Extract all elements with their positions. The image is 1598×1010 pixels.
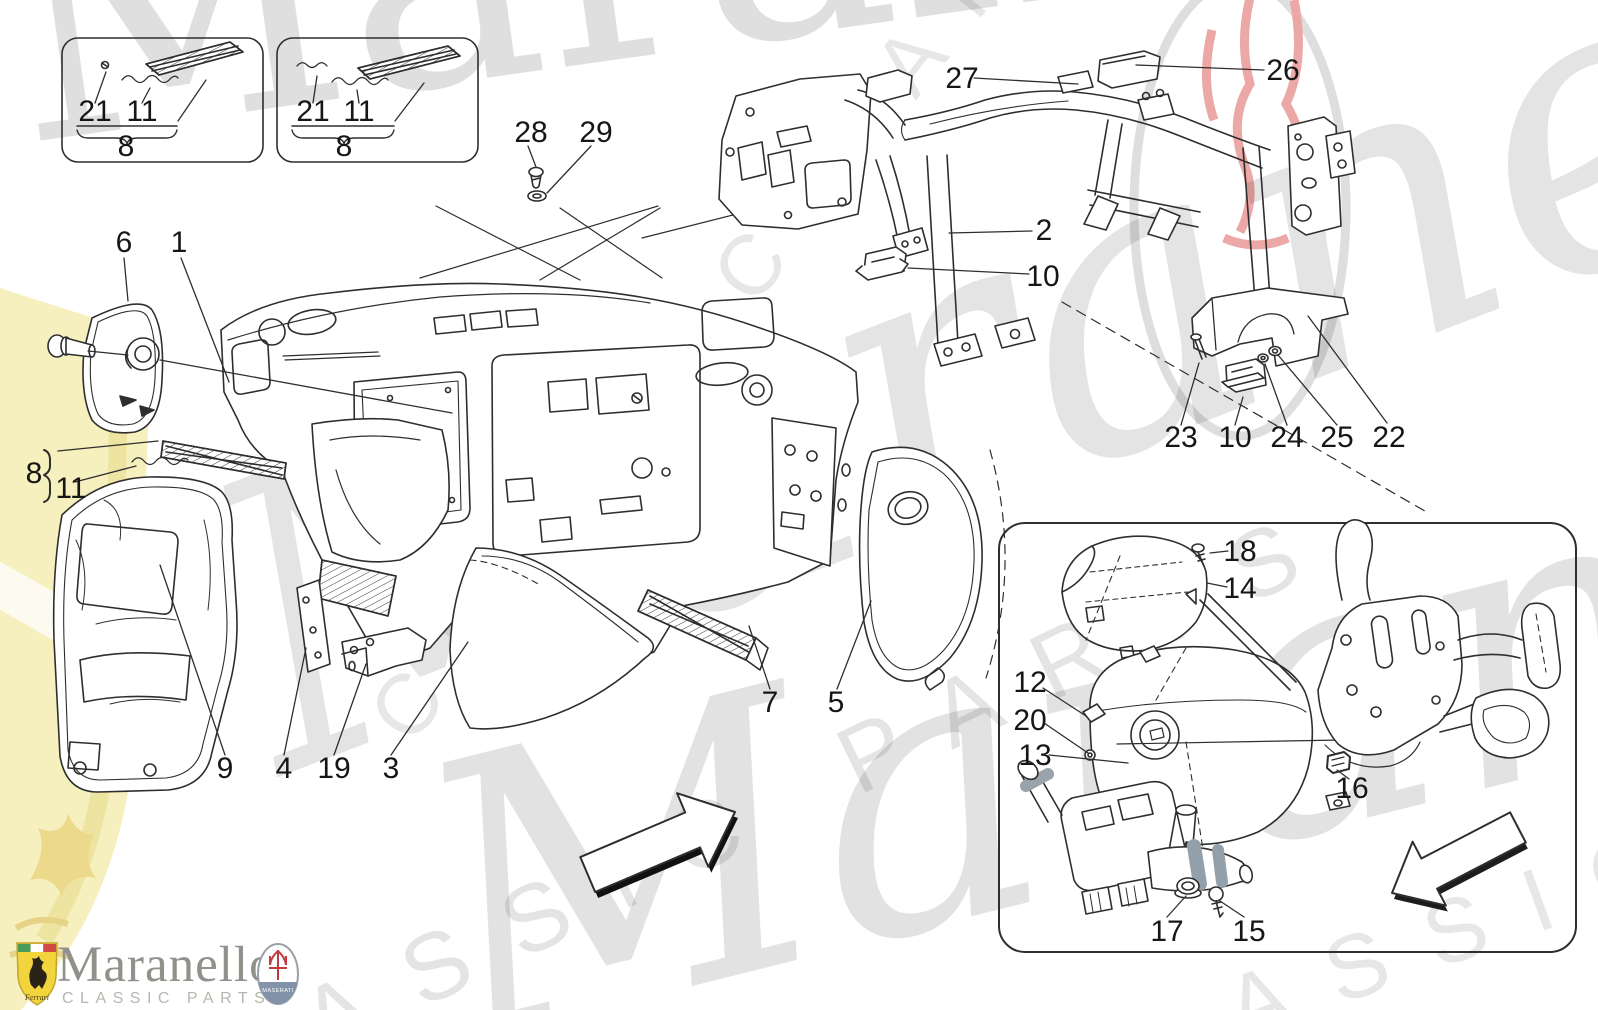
svg-text:Ferrari: Ferrari	[24, 993, 49, 1002]
callout-4: 4	[275, 752, 293, 785]
callout-25: 25	[1320, 421, 1354, 454]
callout-1: 1	[170, 226, 188, 259]
callout-8-box1: 8	[117, 130, 135, 163]
fastener-screw-28-29	[527, 166, 547, 202]
brand-tagline: CLASSIC PARTS	[62, 990, 272, 1007]
brand-wordmark: Maranello	[57, 937, 276, 993]
callout-2: 2	[1035, 214, 1053, 247]
callout-15: 15	[1232, 915, 1266, 948]
callout-13: 13	[1018, 739, 1052, 772]
callout-19: 19	[317, 752, 351, 785]
callout-20: 20	[1013, 704, 1047, 737]
callout-10-beam: 10	[1026, 260, 1060, 293]
ferrari-shield-logo: Ferrari	[16, 942, 58, 1006]
callout-24: 24	[1270, 421, 1304, 454]
callout-10-bracket: 10	[1218, 421, 1252, 454]
steering-column-box	[998, 519, 1577, 953]
callout-27: 27	[945, 62, 979, 95]
callout-14: 14	[1223, 572, 1257, 605]
callout-23: 23	[1164, 421, 1198, 454]
callout-17: 17	[1150, 915, 1184, 948]
crossbeam-assembly	[718, 50, 1356, 393]
callout-8-left: 8	[25, 457, 43, 490]
maserati-badge-logo: MASERATI	[257, 943, 299, 1005]
direction-arrow-main	[579, 792, 738, 899]
callout-16: 16	[1335, 772, 1369, 805]
inset-box-trim-kit-2	[276, 37, 479, 163]
svg-text:MASERATI: MASERATI	[262, 988, 293, 994]
callout-21-box1: 21	[78, 95, 112, 128]
maserati-emblem-watermark	[1129, 0, 1351, 441]
callout-7: 7	[761, 686, 779, 719]
dashboard-assembly	[43, 282, 1006, 793]
inset-box-trim-kit-1	[61, 37, 264, 163]
callout-6: 6	[115, 226, 133, 259]
callout-12: 12	[1013, 666, 1047, 699]
callout-28: 28	[514, 116, 548, 149]
callout-21-box2: 21	[296, 95, 330, 128]
callout-3: 3	[382, 752, 400, 785]
callout-11-box2: 11	[343, 95, 375, 128]
callout-11-box1: 11	[126, 95, 158, 128]
callout-8-box2: 8	[335, 130, 353, 163]
callout-26: 26	[1266, 54, 1300, 87]
callout-22: 22	[1372, 421, 1406, 454]
callout-9: 9	[216, 752, 234, 785]
callout-18: 18	[1223, 535, 1257, 568]
callout-29: 29	[579, 116, 613, 149]
callout-11-left: 11	[55, 472, 87, 505]
leader-lines	[57, 64, 1388, 918]
callout-5: 5	[827, 686, 845, 719]
